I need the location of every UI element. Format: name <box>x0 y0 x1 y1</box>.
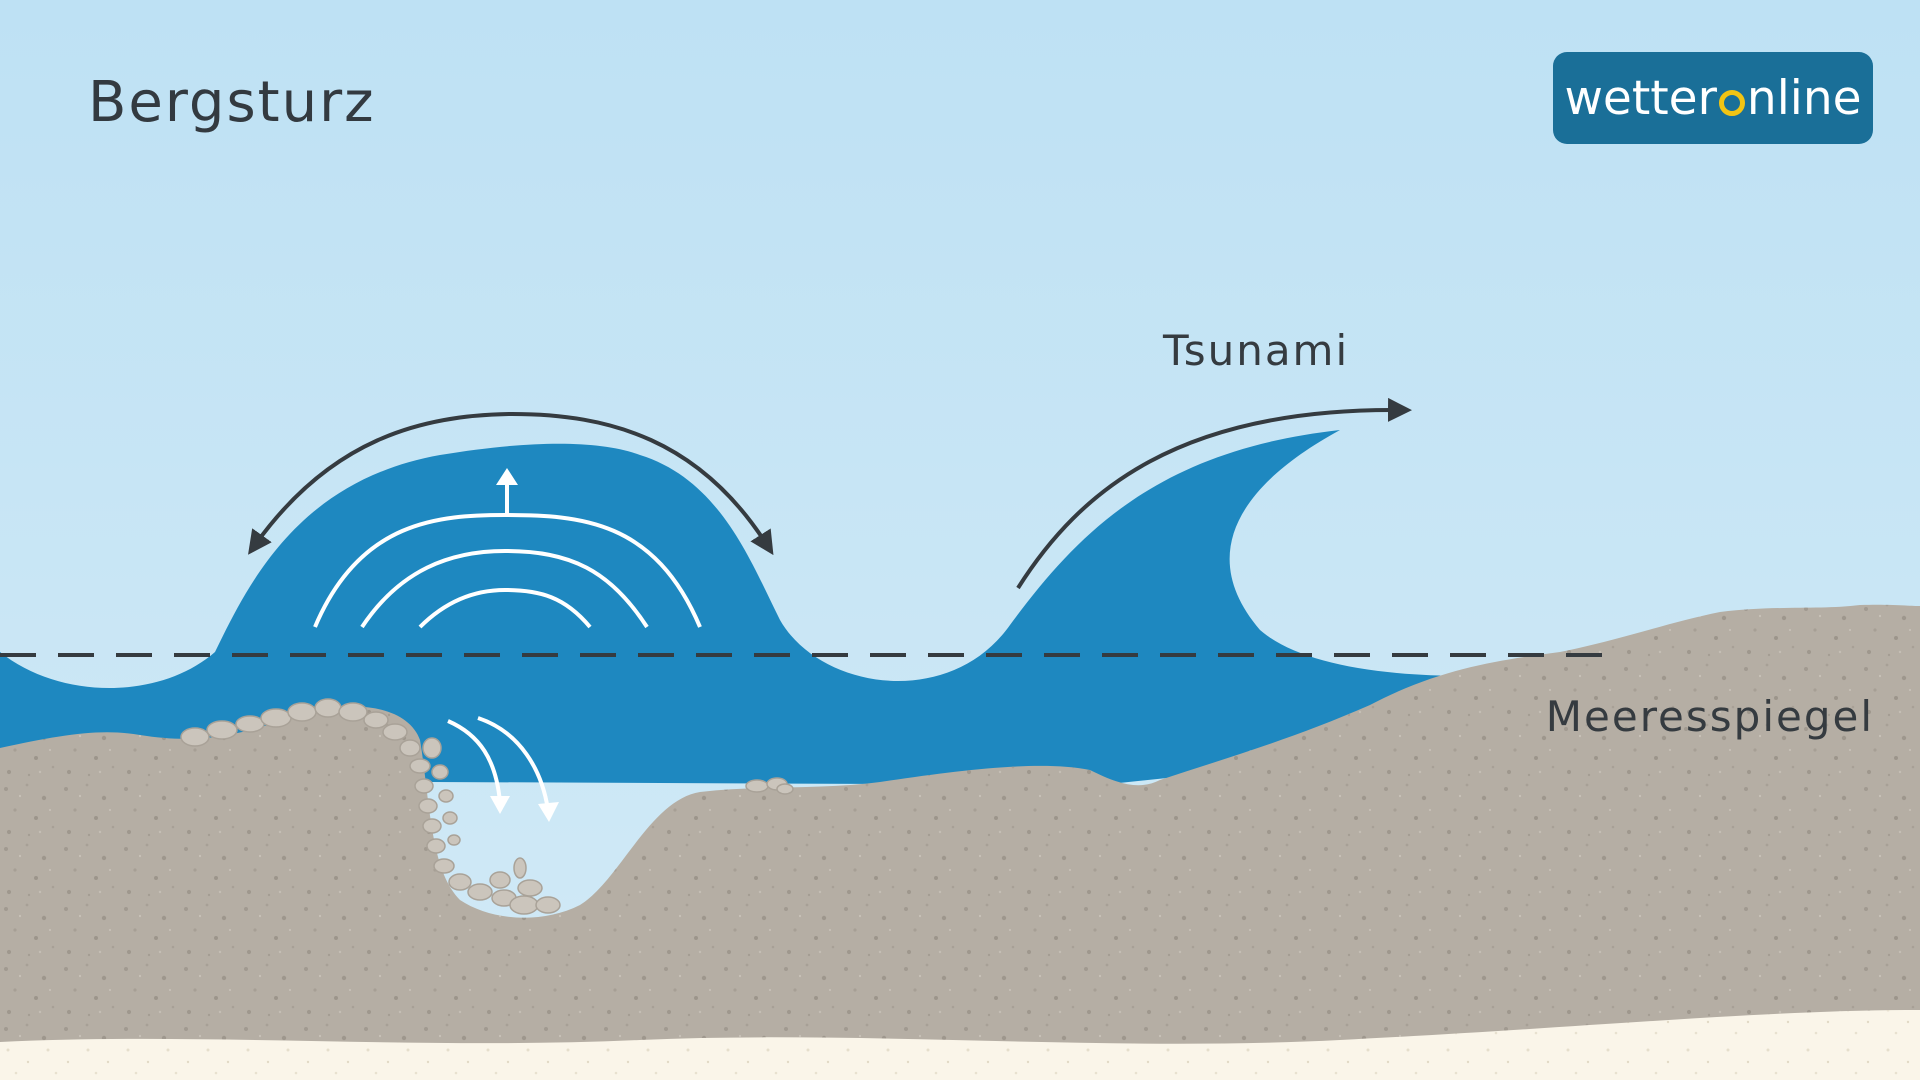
down-arrow-icon-head-2 <box>538 802 559 822</box>
diagram-title: Bergsturz <box>88 70 376 135</box>
water-body <box>0 430 1530 785</box>
curved-double-arrow-icon <box>248 411 774 556</box>
rock-texture <box>0 604 1920 1080</box>
sand-texture <box>0 1010 1920 1080</box>
wetteronline-logo[interactable]: wetter nline <box>1553 52 1873 144</box>
up-arrow-icon <box>496 468 518 515</box>
logo-text-after: nline <box>1746 70 1862 126</box>
sun-ring-icon <box>1718 90 1745 116</box>
rubble-pile <box>180 698 794 915</box>
curved-arrow-icon <box>1016 397 1412 590</box>
sea-level-label: Meeresspiegel <box>1545 692 1874 741</box>
down-arrow-icon <box>447 716 550 811</box>
down-arrow-icon-head-1 <box>490 796 510 814</box>
tsunami-label: Tsunami <box>1163 326 1350 375</box>
logo-text-before: wetter <box>1564 70 1717 126</box>
